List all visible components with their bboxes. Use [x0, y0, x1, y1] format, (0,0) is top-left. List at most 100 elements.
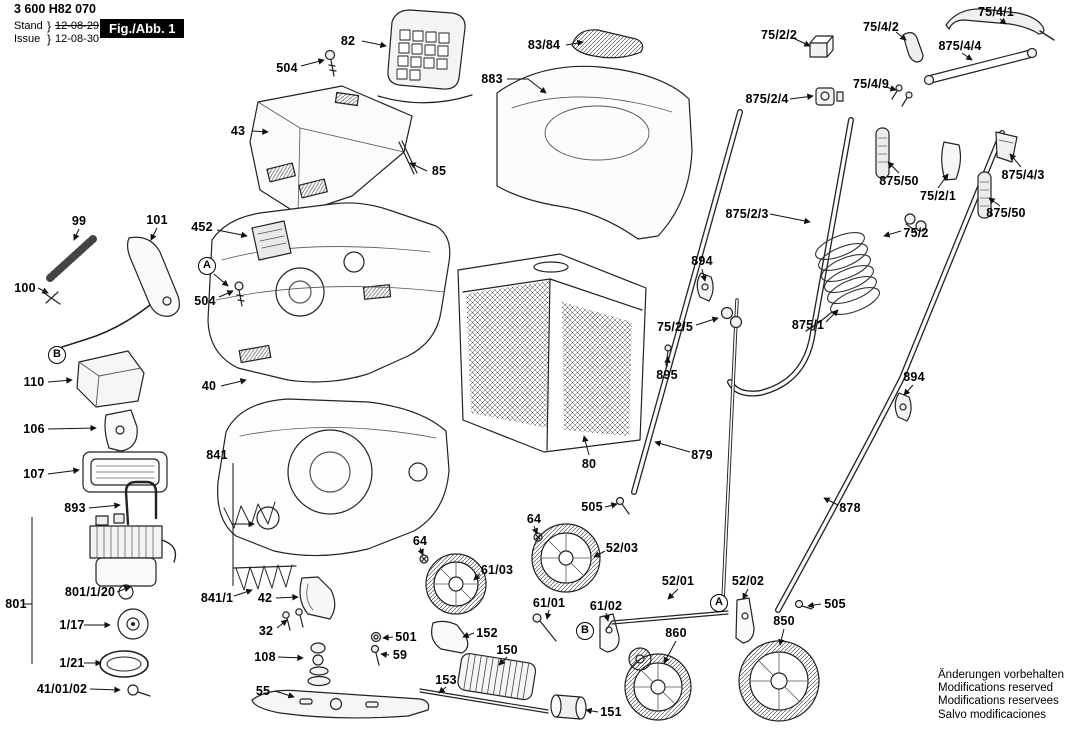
upper-cowl-drawing	[249, 85, 413, 215]
part-label-875-50: 875/50	[986, 206, 1026, 220]
part-label-150: 150	[496, 643, 518, 657]
part-label-801-1-20: 801/1/20	[64, 585, 116, 599]
cover-110-drawing	[76, 350, 145, 408]
part-label-61-02: 61/02	[589, 599, 623, 613]
issue-date: 12-08-30	[55, 32, 100, 45]
part-label-106: 106	[23, 422, 45, 436]
part-label-883: 883	[481, 72, 503, 86]
part-label-100: 100	[14, 281, 36, 295]
part-label-501: 501	[395, 630, 417, 644]
lever-75-4-2-drawing	[902, 32, 924, 63]
part-label-75-4-2: 75/4/2	[863, 20, 899, 34]
cap-151-drawing	[550, 694, 587, 720]
screw-505-right-drawing	[794, 599, 813, 610]
leader-lines	[24, 17, 1022, 715]
blade-55-drawing	[251, 689, 430, 719]
deflector-42-drawing	[299, 576, 336, 620]
revision-block: Stand } 12-08-29 Issue } 12-08-30	[14, 18, 100, 46]
hook-75-4-1-drawing	[945, 8, 1055, 41]
note-spanish: Salvo modificaciones	[938, 708, 1047, 721]
part-label-75-2-1: 75/2/1	[920, 189, 956, 203]
bracket-52-02-drawing	[735, 597, 755, 644]
part-label-505: 505	[824, 597, 846, 611]
handle-tube-878-drawing	[775, 130, 1005, 613]
grip-875-50-left-drawing	[875, 127, 890, 179]
part-label-108: 108	[254, 650, 276, 664]
part-label-894: 894	[903, 370, 925, 384]
grip-875-50-right-drawing	[977, 171, 992, 219]
wire-893-drawing	[124, 480, 158, 526]
circle-label-A: A	[710, 594, 728, 612]
part-label-75-2: 75/2	[903, 226, 929, 240]
part-label-504: 504	[194, 294, 216, 308]
part-label-875-2-3: 875/2/3	[725, 207, 769, 221]
part-label-85: 85	[431, 164, 447, 178]
part-label-107: 107	[23, 467, 45, 481]
part-label-55: 55	[255, 684, 271, 698]
switch-panel-drawing	[377, 9, 473, 104]
box-75-2-2-drawing	[809, 35, 834, 58]
brace-glyph: }	[47, 31, 52, 46]
part-label-1-21: 1/21	[59, 656, 85, 670]
part-label-895: 895	[656, 368, 678, 382]
part-label-110: 110	[23, 375, 45, 389]
clamp-875-2-4-drawing	[815, 87, 844, 106]
motor-drawing	[89, 513, 177, 600]
part-label-152: 152	[476, 626, 498, 640]
part-label-841-1: 841/1	[200, 591, 234, 605]
part-label-850: 850	[773, 614, 795, 628]
part-label-879: 879	[691, 448, 713, 462]
circle-label-B: B	[48, 346, 66, 364]
note-english: Modifications reserved	[938, 682, 1054, 695]
part-label-52-03: 52/03	[605, 541, 639, 555]
handle-tube-879-drawing	[631, 109, 743, 495]
handle-tube-875-2-3-drawing	[810, 117, 854, 335]
part-label-151: 151	[600, 705, 622, 719]
part-label-452: 452	[191, 220, 213, 234]
chassis-deck-drawing	[207, 202, 451, 383]
clip-41-01-02-drawing	[127, 684, 151, 697]
part-label-52-02: 52/02	[731, 574, 765, 588]
part-label-83-84: 83/84	[527, 38, 561, 52]
cap-875-4-3-drawing	[995, 131, 1018, 163]
part-label-59: 59	[392, 648, 408, 662]
bracket-61-02-drawing	[599, 613, 620, 653]
belt-1-21-drawing	[99, 650, 149, 678]
part-label-878: 878	[839, 501, 861, 515]
lever-894-left-drawing	[696, 272, 714, 302]
bracket-452-drawing	[251, 220, 292, 261]
lever-101-drawing	[61, 236, 180, 348]
comb-841-1-drawing	[233, 564, 297, 591]
part-label-61-01: 61/01	[532, 596, 566, 610]
figure-label: Fig./Abb. 1	[100, 19, 185, 38]
screw-504-top-drawing	[324, 49, 337, 77]
note-french: Modifications reservees	[938, 695, 1059, 708]
bolt-61-01-drawing	[532, 613, 557, 642]
legal-notes: Änderungen vorbehalten Modifications res…	[938, 669, 1064, 722]
cable-875-1-drawing	[805, 232, 880, 332]
part-label-875-1: 875/1	[791, 318, 825, 332]
clamp-75-2-drawing	[904, 213, 927, 232]
bracket-75-2-1-drawing	[941, 141, 962, 181]
part-label-875-2-4: 875/2/4	[745, 92, 789, 106]
screw-504-mid-drawing	[234, 281, 245, 307]
part-label-860: 860	[665, 626, 687, 640]
brace-glyph: }	[47, 18, 52, 33]
part-label-75-2-2: 75/2/2	[761, 28, 797, 42]
part-label-893: 893	[64, 501, 86, 515]
part-label-75-2-5: 75/2/5	[657, 320, 693, 334]
part-label-875-50: 875/50	[879, 174, 919, 188]
wheel-52-03-drawing	[531, 523, 601, 593]
part-label-841: 841	[206, 448, 228, 462]
spring-150-drawing	[457, 653, 537, 701]
part-label-99: 99	[71, 214, 87, 228]
part-label-64: 64	[412, 534, 428, 548]
strap-875-4-4-drawing	[923, 47, 1038, 86]
part-label-75-4-9: 75/4/9	[853, 77, 889, 91]
nut-501-drawing	[370, 631, 382, 643]
part-label-80: 80	[581, 457, 597, 471]
part-label-153: 153	[435, 673, 457, 687]
part-label-61-03: 61/03	[480, 563, 514, 577]
